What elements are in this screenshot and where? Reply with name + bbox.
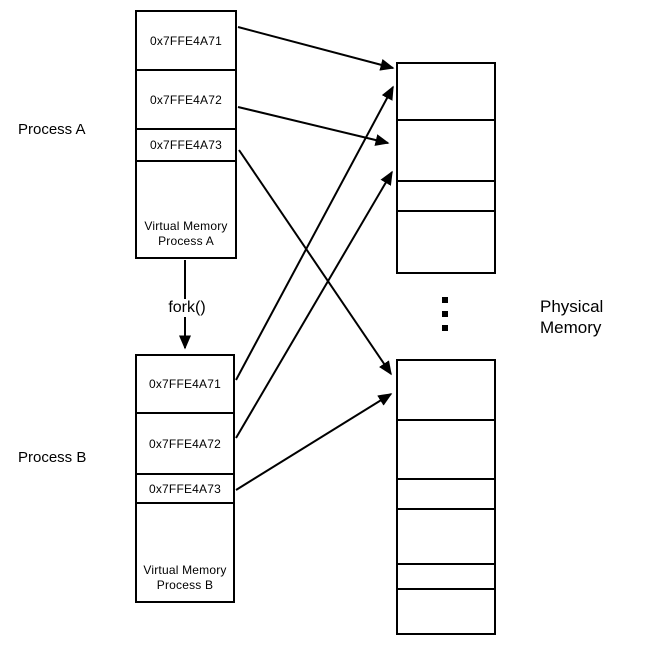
physical-memory-label-line2: Memory [540, 318, 602, 337]
vm-box-process-b: 0x7FFE4A71 0x7FFE4A72 0x7FFE4A73 Virtual… [135, 354, 235, 603]
vm-a-page-row: 0x7FFE4A73 [137, 128, 235, 160]
memory-cell [398, 119, 494, 180]
vm-box-process-a: 0x7FFE4A71 0x7FFE4A72 0x7FFE4A73 Virtual… [135, 10, 237, 259]
vm-a-caption-cell: Virtual Memory Process A [137, 160, 235, 257]
arrow-a-0x7FFE4A71-to-top-frame [237, 26, 395, 71]
arrow-a-0x7FFE4A73-to-bottom-frame [238, 149, 392, 376]
vm-b-address-2: 0x7FFE4A73 [148, 481, 222, 496]
physical-memory-label: Physical Memory [540, 296, 603, 338]
ellipsis-dot [442, 311, 448, 317]
process-a-label: Process A [18, 121, 86, 138]
physical-memory-top-box [396, 62, 496, 274]
vm-a-page-row: 0x7FFE4A72 [137, 69, 235, 128]
vm-b-address-0: 0x7FFE4A71 [148, 377, 222, 391]
memory-cell [398, 478, 494, 508]
physical-memory-bottom-box [396, 359, 496, 635]
memory-cell [398, 64, 494, 119]
memory-cell [398, 180, 494, 210]
vm-a-caption-line2: Process A [158, 234, 214, 249]
memory-cell [398, 563, 494, 588]
vm-b-address-1: 0x7FFE4A72 [148, 436, 222, 451]
memory-cell [398, 210, 494, 272]
vm-b-page-row: 0x7FFE4A72 [137, 412, 233, 473]
arrow-b-0x7FFE4A73-to-bottom-frame [235, 393, 393, 491]
vm-a-page-row: 0x7FFE4A71 [137, 12, 235, 69]
vm-a-address-2: 0x7FFE4A73 [149, 138, 223, 152]
physical-memory-label-line1: Physical [540, 297, 604, 316]
memory-cell [398, 508, 494, 563]
vm-b-page-row: 0x7FFE4A71 [137, 356, 233, 412]
arrow-b-0x7FFE4A71-to-top-frame [235, 85, 394, 381]
vm-a-address-0: 0x7FFE4A71 [149, 33, 223, 48]
vm-b-caption-cell: Virtual Memory Process B [137, 502, 233, 601]
vm-b-caption-line2: Process B [156, 578, 214, 593]
ellipsis-dot [442, 297, 448, 303]
arrow-b-0x7FFE4A72-to-top-frame [235, 170, 393, 439]
vm-b-page-row: 0x7FFE4A73 [137, 473, 233, 502]
memory-cell [398, 588, 494, 633]
fork-label: fork() [164, 299, 210, 317]
vm-a-caption-line1: Virtual Memory [144, 218, 228, 233]
vm-b-caption-line1: Virtual Memory [143, 562, 227, 577]
arrow-a-0x7FFE4A72-to-top-frame [237, 106, 390, 146]
memory-cell [398, 361, 494, 419]
ellipsis-dots [442, 297, 448, 331]
ellipsis-dot [442, 325, 448, 331]
process-b-label: Process B [18, 449, 87, 466]
vm-a-address-1: 0x7FFE4A72 [149, 92, 223, 107]
memory-cell [398, 419, 494, 478]
